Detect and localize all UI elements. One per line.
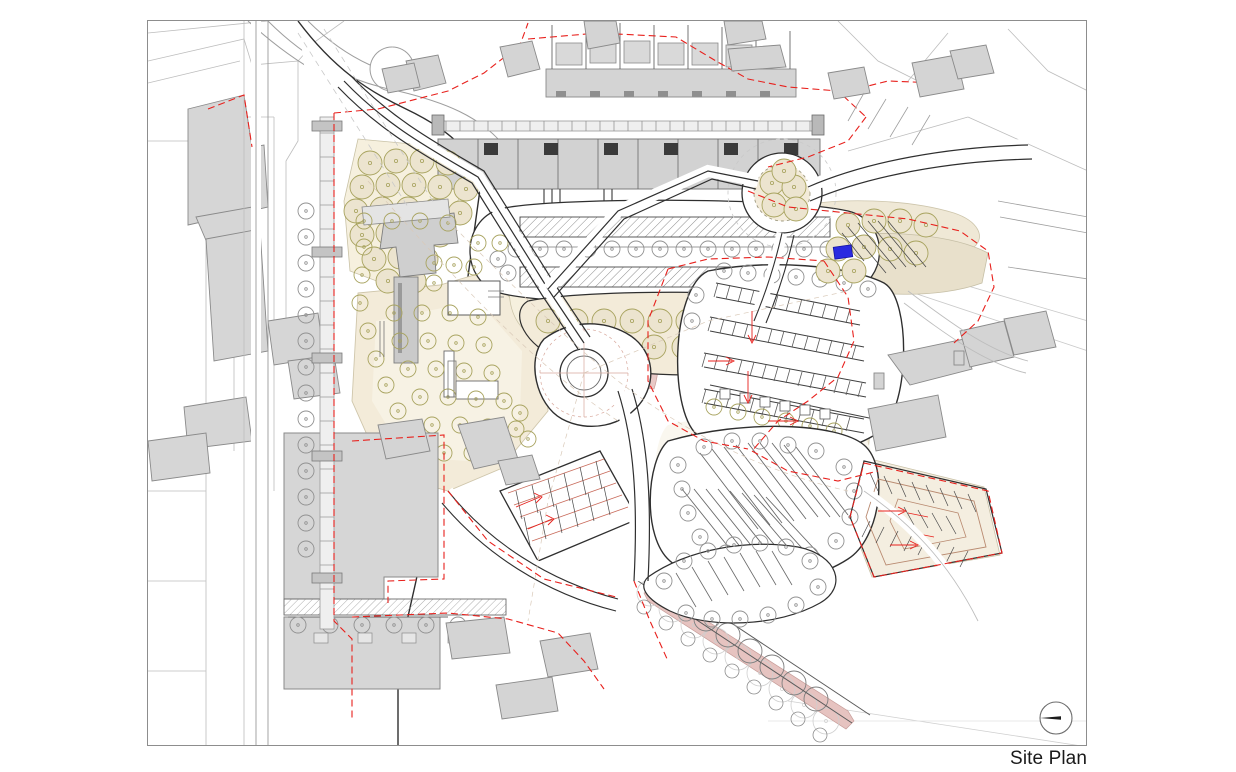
- site-roads-overlay: [243, 21, 1033, 745]
- north-context-buildings: [381, 21, 995, 100]
- se-parking-bowl: [649, 425, 880, 585]
- alignment-guides: [297, 28, 435, 208]
- site-plan-drawing: [148, 21, 1086, 745]
- page-title: Site Plan: [1010, 748, 1087, 769]
- survey-traces: [367, 180, 849, 622]
- central-roundabout: [534, 323, 652, 427]
- central-median-street: [297, 116, 343, 630]
- plaza-furniture: [379, 290, 504, 398]
- sw-angled-buildings: [377, 416, 599, 720]
- ne-context-lines: [847, 92, 1086, 280]
- highlight-unit-blue: [832, 244, 854, 260]
- north-terrace-housing: [545, 23, 797, 98]
- south-boulevard-paving: [643, 586, 855, 730]
- se-lower-parking: [643, 534, 837, 628]
- circulation-arrows: [515, 311, 920, 550]
- drawing-frame: [147, 20, 1087, 746]
- east-existing-buildings: [867, 310, 1057, 452]
- ne-stall-rows: [841, 220, 927, 274]
- north-arrow: [1039, 701, 1073, 735]
- ne-roundabout: [727, 138, 837, 248]
